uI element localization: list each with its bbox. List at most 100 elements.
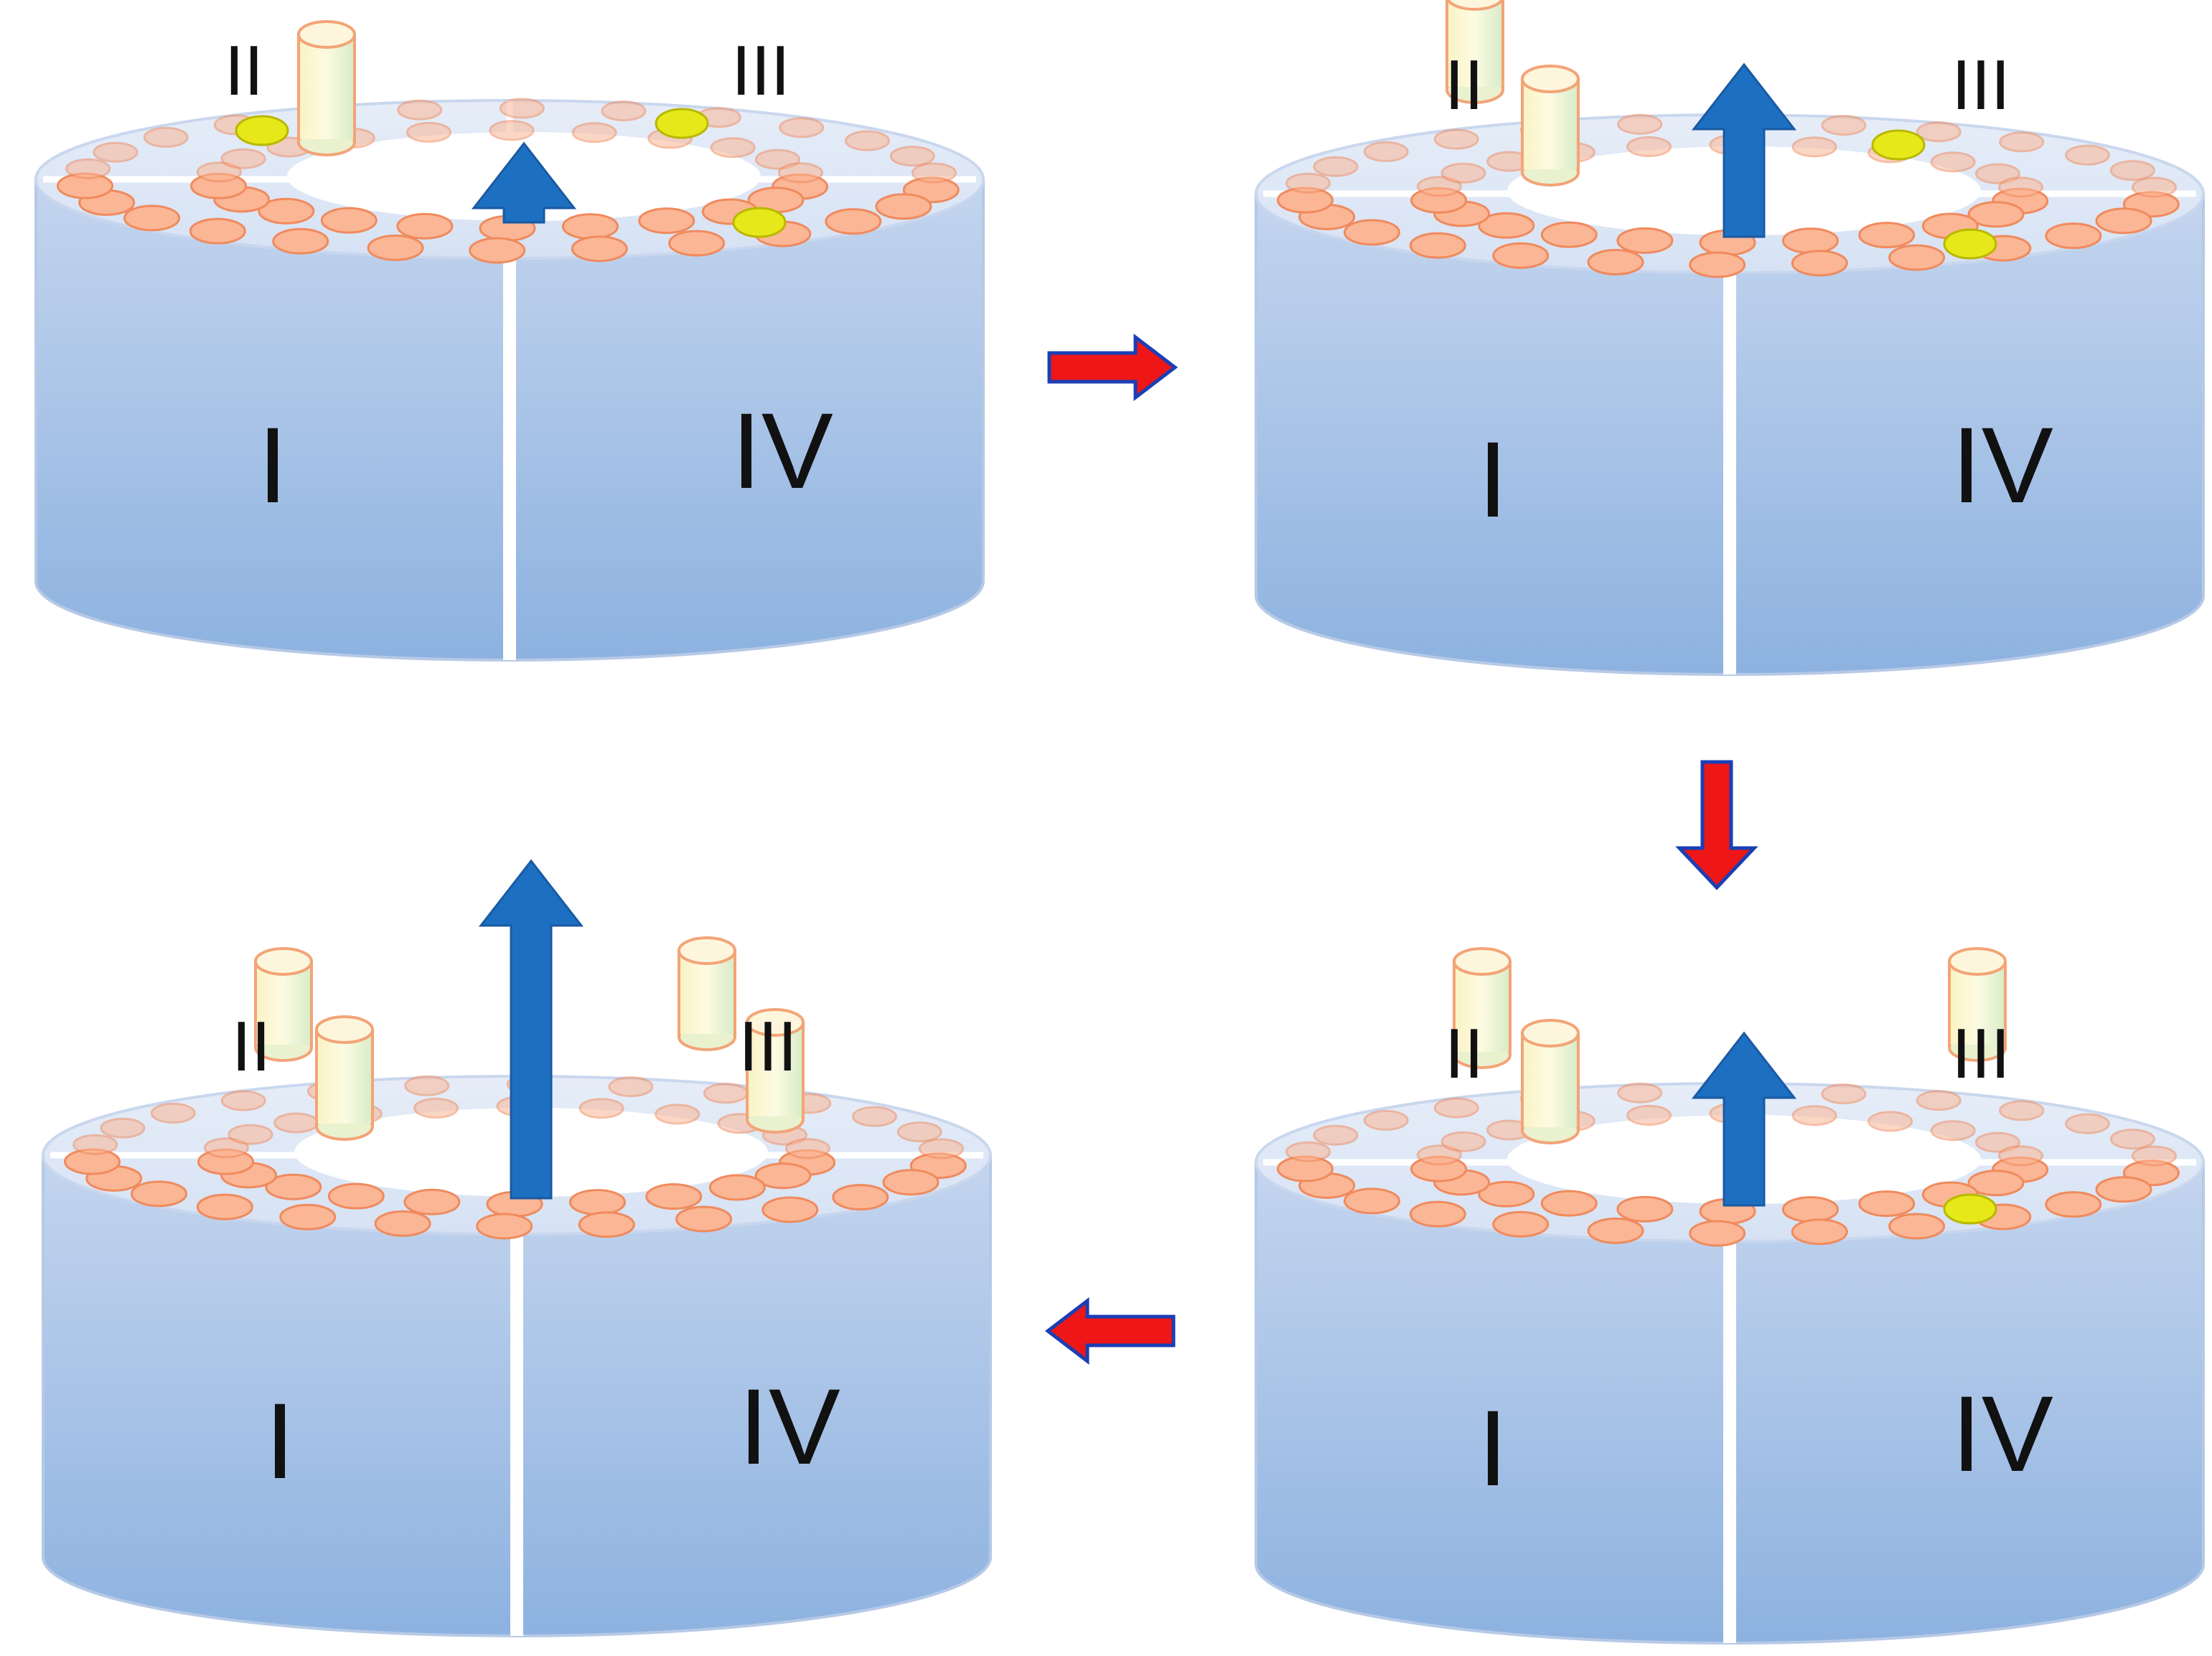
- bead: [896, 1121, 942, 1143]
- bead: [2095, 207, 2152, 235]
- bead: [1285, 1141, 1331, 1162]
- bead: [2095, 1176, 2152, 1203]
- bead: [889, 146, 935, 167]
- quadrant-label-I: I: [1478, 1388, 1508, 1508]
- bead: [196, 161, 242, 183]
- tube-fill: [1448, 0, 1501, 87]
- bead: [1930, 151, 1976, 173]
- bead: [499, 98, 545, 119]
- bead: [1997, 1145, 2043, 1167]
- bead: [220, 1090, 266, 1111]
- bead: [1791, 136, 1837, 158]
- bead: [1997, 177, 2043, 198]
- bead: [1791, 250, 1848, 277]
- tube-fill: [300, 34, 353, 139]
- quadrant-label-IV: IV: [739, 1366, 840, 1487]
- bead: [1313, 156, 1359, 177]
- tube-fill: [1524, 79, 1577, 169]
- quadrant-label-III: III: [1951, 45, 2010, 124]
- bead: [825, 208, 882, 235]
- bead: [1999, 1100, 2045, 1121]
- bead: [72, 1134, 118, 1155]
- bead: [396, 212, 454, 240]
- bead: [404, 1075, 450, 1096]
- bead: [367, 234, 424, 261]
- bead: [1858, 222, 1916, 249]
- yellow-dot: [1943, 228, 1997, 260]
- bead: [320, 207, 378, 234]
- bead: [1587, 1217, 1644, 1244]
- quadrant-label-III: III: [739, 1007, 797, 1086]
- bead: [1916, 121, 1962, 143]
- bead: [1285, 172, 1331, 194]
- bead: [1409, 232, 1466, 259]
- bead: [2064, 144, 2110, 166]
- bead: [1492, 1210, 1550, 1238]
- bead: [2132, 177, 2178, 198]
- bead: [1888, 244, 1946, 271]
- bead: [1626, 136, 1672, 157]
- bead: [228, 1124, 273, 1145]
- bead: [196, 1193, 253, 1220]
- bead: [703, 1083, 749, 1104]
- bead: [601, 100, 647, 122]
- bead: [1888, 1213, 1946, 1240]
- bead: [265, 1173, 322, 1200]
- tube-fill: [318, 1030, 371, 1124]
- bead: [1363, 1109, 1409, 1131]
- bead: [1409, 1200, 1466, 1228]
- quadrant-label-IV: IV: [1951, 1373, 2053, 1494]
- bead: [919, 1138, 965, 1159]
- bead: [1616, 227, 1674, 254]
- tube-top: [1453, 947, 1512, 976]
- bead: [1617, 113, 1663, 135]
- bead: [374, 1210, 431, 1237]
- tube-top: [1521, 1019, 1580, 1048]
- bead: [754, 1162, 812, 1190]
- bead: [1478, 212, 1535, 239]
- yellow-dot: [655, 108, 709, 139]
- bead: [655, 1104, 700, 1125]
- bead: [1781, 1196, 1839, 1223]
- blue-arrow: [1691, 62, 1797, 238]
- bead: [710, 137, 756, 159]
- bead: [668, 230, 726, 257]
- bead: [844, 130, 890, 151]
- bead: [1540, 221, 1598, 248]
- bead: [476, 1213, 533, 1240]
- bead: [1858, 1190, 1916, 1218]
- bead: [675, 1205, 733, 1233]
- bead: [1478, 1180, 1535, 1208]
- bead: [406, 121, 452, 143]
- bead: [1492, 242, 1550, 269]
- bead: [150, 1102, 196, 1124]
- yellow-dot: [235, 115, 289, 146]
- bead: [568, 1189, 626, 1216]
- red-flow-arrow-left: [1044, 1297, 1176, 1365]
- quadrant-label-II: II: [232, 1007, 271, 1086]
- bead: [2064, 1113, 2110, 1134]
- bead: [1930, 1120, 1976, 1142]
- bead: [561, 213, 619, 240]
- quadrant-label-III: III: [1951, 1014, 2010, 1093]
- bead: [2045, 222, 2102, 250]
- tube-top: [1446, 0, 1504, 11]
- bead: [777, 162, 823, 184]
- blue-arrow: [471, 141, 577, 224]
- bead: [1587, 248, 1644, 276]
- bead: [1781, 227, 1839, 255]
- yellow-dot: [1943, 1193, 1997, 1225]
- bead: [638, 207, 695, 235]
- bead: [608, 1076, 654, 1098]
- tube-fill: [1524, 1033, 1577, 1127]
- quadrant-label-IV: IV: [1951, 405, 2053, 525]
- bead: [469, 237, 526, 264]
- bead: [1791, 1105, 1837, 1126]
- quadrant-label-III: III: [731, 31, 790, 110]
- bead: [1616, 1195, 1674, 1223]
- bead: [1967, 201, 2025, 228]
